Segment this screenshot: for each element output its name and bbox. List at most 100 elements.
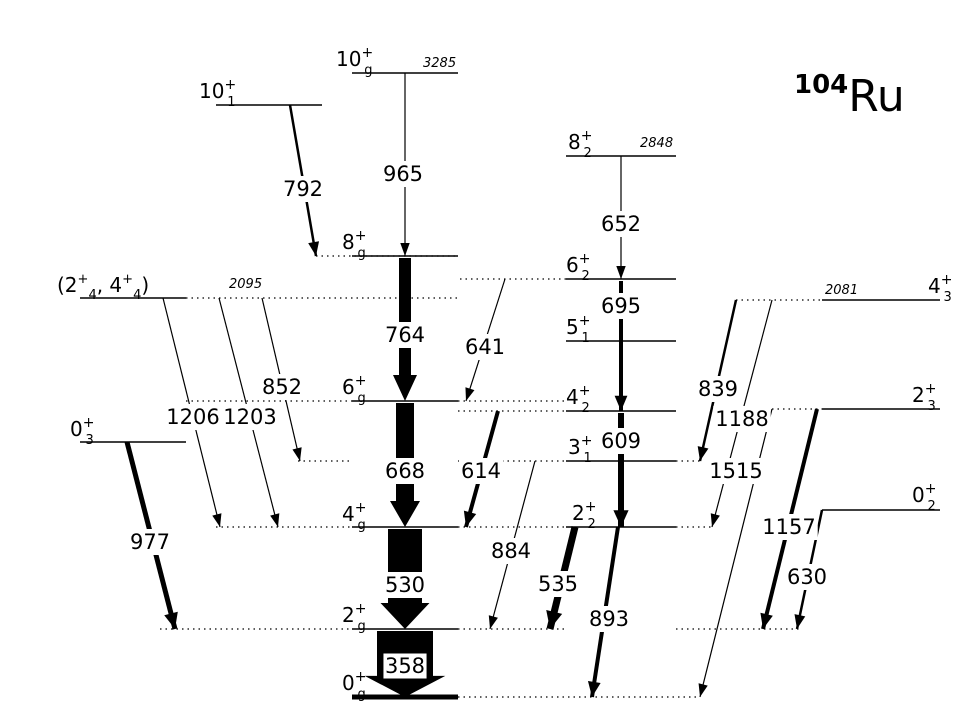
- transition-arrowhead-839: [697, 446, 709, 461]
- transition-arrowhead-1515: [698, 683, 708, 697]
- transition-label-bg: [127, 529, 173, 555]
- transition-arrowhead-652: [616, 266, 626, 279]
- level-energy-10g: 3285: [423, 56, 456, 71]
- transition-label-1206: 1206: [166, 405, 219, 429]
- level-band: 2: [927, 499, 935, 514]
- level-label-0_2: 0+2: [912, 481, 936, 514]
- level-band: g: [357, 246, 365, 261]
- transition-arrowhead-852: [292, 447, 302, 461]
- transition-label-839: 839: [698, 377, 738, 401]
- level-parity: +: [355, 228, 367, 244]
- level-spin: 10: [199, 79, 224, 103]
- level-parity: +: [355, 500, 367, 516]
- transition-label-bg: [586, 606, 632, 632]
- level-band: g: [364, 63, 372, 78]
- level-spin: 6: [342, 375, 355, 399]
- nucleus-title: 104Ru: [794, 70, 905, 122]
- transition-arrowhead-1203: [270, 513, 280, 527]
- level-parity: +: [941, 272, 953, 288]
- transition-label-893: 893: [589, 607, 629, 631]
- transition-arrowhead-609: [613, 510, 629, 527]
- level-parity: +: [355, 669, 367, 685]
- level-label-3_1: 3+1: [568, 433, 592, 466]
- level-label-0_3: 0+3: [70, 415, 94, 448]
- transition-arrowhead-965: [400, 243, 410, 256]
- transition-arrowhead-630: [794, 614, 806, 629]
- level-spin: 8: [568, 130, 581, 154]
- level-label-5_1: 5+1: [566, 313, 590, 346]
- level-parity: +: [581, 433, 593, 449]
- transition-label-358: 358: [385, 654, 425, 678]
- level-band: 2: [587, 517, 595, 532]
- level-band: 3: [943, 290, 951, 305]
- level-band: g: [357, 518, 365, 533]
- transition-label-1515: 1515: [709, 459, 762, 483]
- transition-label-bg: [462, 334, 508, 360]
- transition-label-bg: [259, 374, 305, 400]
- transition-label-bg: [784, 564, 830, 590]
- level-label-0g: 0+ g: [342, 669, 366, 702]
- level-label-8_2: 8+2: [568, 128, 592, 161]
- transition-label-bg: [535, 571, 581, 597]
- level-parity: +: [579, 313, 591, 329]
- transition-label-764: 764: [385, 323, 425, 347]
- level-band: 1: [227, 95, 235, 110]
- level-spin: 5: [566, 315, 579, 339]
- transition-label-bg: [382, 322, 428, 348]
- transition-label-535: 535: [538, 572, 578, 596]
- level-parity: +: [579, 251, 591, 267]
- transition-label-bg: [598, 428, 644, 454]
- transition-arrowhead-1157: [760, 612, 773, 629]
- level-band: 2: [583, 146, 591, 161]
- transition-label-695: 695: [601, 294, 641, 318]
- level-spin: 6: [566, 253, 579, 277]
- level-spin: 4: [566, 385, 579, 409]
- level-energy-4_3: 2081: [825, 283, 858, 298]
- transition-label-bg: [598, 293, 644, 319]
- level-spin: 4: [928, 274, 941, 298]
- level-label-6_2: 6+2: [566, 251, 590, 284]
- level-parity: +: [83, 415, 95, 431]
- transition-arrowhead-977: [164, 611, 178, 629]
- level-spin: 4: [342, 502, 355, 526]
- level-parity: +: [361, 45, 373, 61]
- transition-label-630: 630: [787, 565, 827, 589]
- level-spin: 8: [342, 230, 355, 254]
- level-label-2g: 2+g: [342, 601, 366, 634]
- level-band: 3: [927, 399, 935, 414]
- level-band: 2: [581, 269, 589, 284]
- transition-label-bg: [164, 404, 222, 430]
- level-parity: +: [925, 481, 937, 497]
- transition-label-bg: [760, 514, 818, 540]
- transition-label-bg: [488, 538, 534, 564]
- level-label-4_3: 4+3: [928, 272, 952, 305]
- level-label-6g: 6+g: [342, 373, 366, 406]
- level-parity: +: [585, 499, 597, 515]
- level-spin: 2: [912, 383, 925, 407]
- level-spin: 10: [336, 47, 361, 71]
- transition-label-bg: [458, 458, 504, 484]
- transition-label-965: 965: [383, 162, 423, 186]
- transition-label-bg: [382, 458, 428, 484]
- level-spin: 0: [70, 417, 83, 441]
- transition-arrowhead-893: [587, 681, 601, 697]
- transition-label-641: 641: [465, 335, 505, 359]
- level-band: 3: [85, 433, 93, 448]
- level-energy-8_2: 2848: [640, 136, 673, 151]
- transition-arrowhead-792: [308, 241, 320, 256]
- transition-label-609: 609: [601, 429, 641, 453]
- element-symbol: Ru: [848, 71, 905, 122]
- transition-label-bg: [382, 652, 428, 680]
- level-band: g: [357, 391, 365, 406]
- level-spin: 2: [572, 501, 585, 525]
- mass-number: 104: [794, 70, 849, 100]
- transition-label-614: 614: [461, 459, 501, 483]
- transition-label-652: 652: [601, 212, 641, 236]
- transition-arrowhead-614: [463, 510, 477, 527]
- transition-arrowhead-535: [546, 609, 563, 629]
- level-band: 1: [581, 331, 589, 346]
- level-label-2_3: 2+3: [912, 381, 936, 414]
- level-spin: 0: [342, 671, 355, 695]
- level-band: g: [357, 687, 365, 702]
- level-spin: 2: [342, 603, 355, 627]
